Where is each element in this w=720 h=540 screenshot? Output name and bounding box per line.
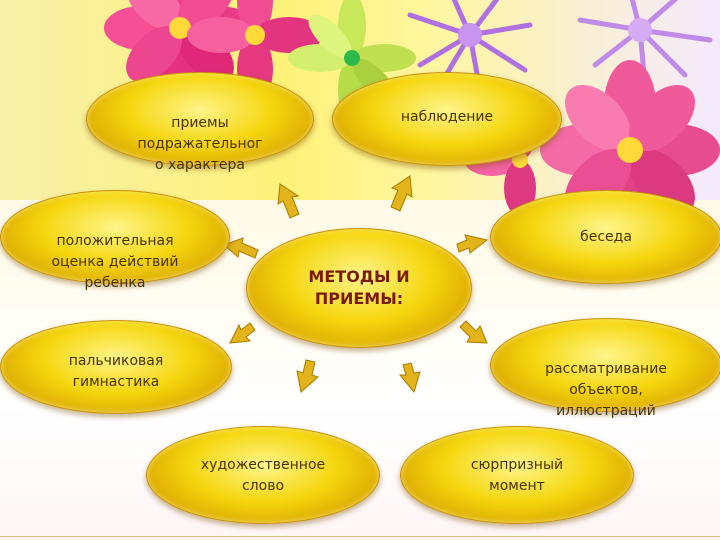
node-examination-line3: иллюстраций — [556, 403, 656, 419]
node-surprise-moment: сюрпризный момент — [400, 426, 634, 524]
footer-line — [0, 536, 720, 537]
arrow-down-left — [229, 322, 256, 344]
node-surprise-line1: сюрпризный — [470, 457, 564, 473]
pink-flower-mid — [187, 0, 323, 103]
node-examination: рассматривание объектов, иллюстраций — [490, 318, 720, 419]
node-conversation: беседа — [490, 190, 720, 284]
node-imitation: приемы подражательног о характера — [86, 72, 314, 173]
arrow-down-right — [459, 320, 488, 344]
node-artistic-line1: художественное — [200, 457, 326, 473]
center-node: МЕТОДЫ И ПРИЕМЫ: — [246, 228, 472, 348]
center-line1: МЕТОДЫ И — [308, 267, 410, 286]
node-positive-line3: ребенка — [84, 275, 146, 291]
arrow-down-mid-right — [398, 362, 421, 394]
center-line2: ПРИЕМЫ: — [314, 289, 404, 308]
node-artistic-line2: слово — [241, 478, 285, 494]
node-positive-line1: положительная — [56, 233, 174, 249]
node-imitation-line3: о характера — [154, 157, 246, 173]
node-finger-gymnastics: пальчиковая гимнастика — [0, 320, 232, 414]
node-imitation-line1: приемы — [171, 115, 229, 131]
node-observation: наблюдение — [332, 72, 562, 166]
flower-decoration — [104, 0, 720, 240]
node-artistic-word: художественное слово — [146, 426, 380, 524]
node-surprise-line2: момент — [489, 478, 545, 494]
purple-flower-right — [577, 0, 713, 88]
arrow-down-mid-left — [296, 359, 319, 393]
node-finger-line2: гимнастика — [72, 374, 160, 390]
node-positive-line2: оценка действий — [51, 254, 179, 270]
purple-flower-top — [407, 0, 533, 93]
node-examination-line1: рассматривание — [545, 361, 667, 377]
node-observation-label: наблюдение — [400, 109, 494, 125]
node-examination-line2: объектов, — [569, 382, 643, 398]
node-positive-evaluation: положительная оценка действий ребенка — [0, 190, 230, 291]
node-conversation-label: беседа — [580, 229, 632, 245]
node-finger-line1: пальчиковая — [68, 353, 164, 369]
node-imitation-line2: подражательног — [137, 136, 263, 152]
